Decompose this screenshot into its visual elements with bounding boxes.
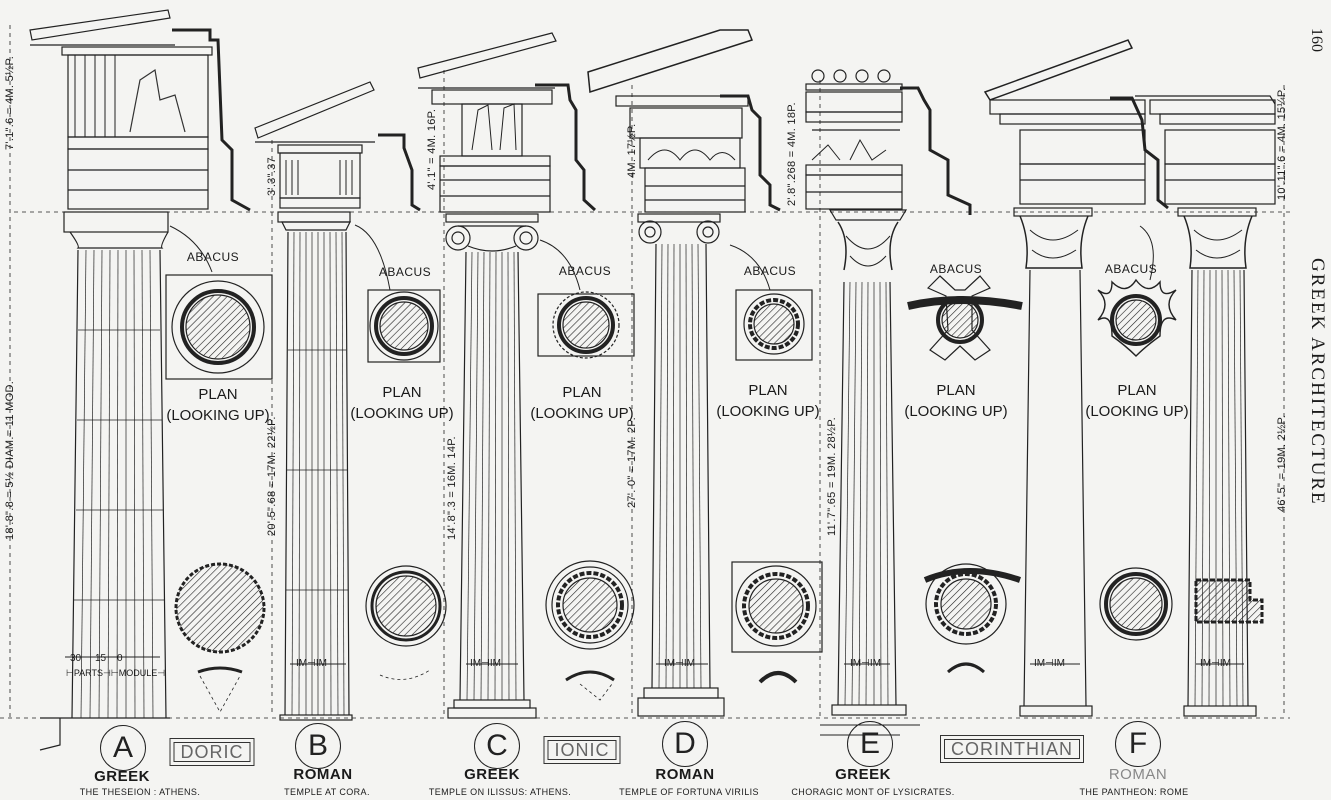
column-letter-f: F	[1115, 721, 1161, 767]
parts-module-scale: ⊢PARTS⊣⊢MODULE⊣	[66, 668, 166, 678]
module-marker-c: IM⊣IM	[470, 658, 501, 669]
column-letter-b: B	[295, 723, 341, 769]
origin-d: ROMAN	[655, 766, 715, 783]
module-marker-e: IM⊣IM	[850, 658, 881, 669]
abacus-label-d: ABACUS	[743, 264, 797, 278]
scale-15: 15	[95, 653, 107, 664]
module-marker-f1: IM⊣IM	[1034, 658, 1065, 669]
entab-dim-a: 7'.1".6 = 4M. 5½P.	[4, 55, 16, 150]
column-c-drawing	[417, 32, 635, 719]
column-e-drawing	[805, 69, 1023, 736]
abacus-label-b: ABACUS	[378, 265, 432, 279]
caption-d: TEMPLE OF FORTUNA VIRILIS	[619, 787, 759, 797]
module-marker-b: IM⊣IM	[296, 658, 327, 669]
caption-e: CHORAGIC MONT OF LYSICRATES.	[791, 787, 955, 797]
plan-label-d: PLAN(LOOKING UP)	[716, 382, 820, 420]
column-letter-e: E	[847, 721, 893, 767]
origin-c: GREEK	[464, 766, 520, 783]
abacus-label-e: ABACUS	[929, 262, 983, 276]
page-number: 160	[1308, 28, 1325, 52]
caption-c: TEMPLE ON ILISSUS: ATHENS.	[428, 787, 572, 797]
height-dim-e: 11'.7".65 = 19M. 28½P.	[826, 417, 838, 536]
caption-a: THE THESEION : ATHENS.	[79, 787, 201, 797]
order-label-ionic: IONIC	[543, 736, 621, 764]
origin-f: ROMAN	[1108, 766, 1168, 783]
origin-a: GREEK	[94, 768, 150, 785]
dimension-lines	[0, 25, 1290, 720]
entab-dim-d: 4M. 17½P.	[626, 123, 638, 178]
caption-f: THE PANTHEON: ROME	[1079, 787, 1189, 797]
plan-label-f: PLAN(LOOKING UP)	[1085, 382, 1189, 420]
entab-dim-c: 4'.1" = 4M. 16P.	[426, 108, 438, 190]
order-label-corinthian: CORINTHIAN	[940, 735, 1084, 763]
scale-0: 0	[117, 653, 123, 664]
height-dim-a: 18'.8".8 = 5½ DIAM.= 11 MOD.	[4, 380, 16, 540]
height-dim-f: 46'.5" = 19M. 2½P.	[1276, 414, 1288, 512]
entab-dim-b: 3'.3".37	[266, 157, 278, 196]
column-letter-c: C	[474, 723, 520, 769]
origin-e: GREEK	[835, 766, 891, 783]
module-marker-f2: IM⊣IM	[1200, 658, 1231, 669]
column-letter-d: D	[662, 721, 708, 767]
order-label-doric: DORIC	[169, 738, 255, 766]
plan-label-c: PLAN(LOOKING UP)	[530, 384, 634, 422]
caption-b: TEMPLE AT CORA.	[284, 787, 370, 797]
abacus-label-a: ABACUS	[186, 250, 240, 264]
column-d-drawing	[587, 29, 823, 717]
column-a-drawing	[29, 9, 273, 751]
height-dim-b: 20'.5".68 = 17M. 22½P.	[266, 416, 278, 536]
column-letter-a: A	[100, 725, 146, 771]
entab-dim-f: 10'.11".6 = 4M. 15¼P.	[1276, 87, 1288, 200]
plan-label-a: PLAN(LOOKING UP)	[166, 386, 270, 424]
abacus-label-f: ABACUS	[1104, 262, 1158, 276]
origin-b: ROMAN	[293, 766, 353, 783]
entab-dim-e: 2'.8".268 = 4M. 18P.	[786, 102, 798, 206]
height-dim-d: 27'. 0" = 17M. 2P.	[626, 416, 638, 508]
module-marker-d: IM⊣IM	[664, 658, 695, 669]
scale-30: 30	[70, 653, 82, 664]
plan-label-e: PLAN(LOOKING UP)	[904, 382, 1008, 420]
abacus-label-c: ABACUS	[558, 264, 612, 278]
column-b-drawing	[254, 81, 447, 721]
height-dim-c: 14'.8".3 = 16M. 14P.	[446, 436, 458, 540]
plan-label-b: PLAN(LOOKING UP)	[350, 384, 454, 422]
column-f-drawing	[983, 39, 1276, 717]
page-title: GREEK ARCHITECTURE	[1307, 258, 1328, 506]
